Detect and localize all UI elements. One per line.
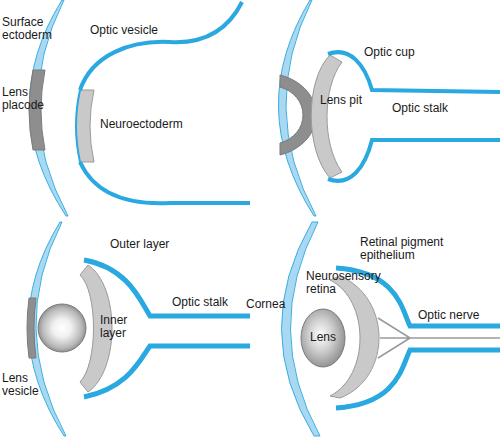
part-label: Lens vesicle bbox=[2, 372, 42, 398]
part-label: Optic vesicle bbox=[90, 24, 158, 37]
outer-layer bbox=[84, 260, 250, 316]
part-label: Optic nerve bbox=[418, 309, 479, 322]
part-label: Lens pit bbox=[320, 94, 362, 107]
optic-cup-outer bbox=[328, 140, 500, 181]
retinal-pigment-epithelium bbox=[336, 350, 500, 408]
surface-ectoderm bbox=[278, 0, 316, 216]
part-label: Retinal pigment epithelium bbox=[360, 236, 460, 262]
part-label: Lens placode bbox=[2, 86, 44, 112]
part-label: Optic cup bbox=[364, 46, 415, 59]
optic-nerve-fibres bbox=[378, 318, 500, 358]
part-label: Lens bbox=[310, 331, 336, 344]
part-label: Neurosensory retina bbox=[306, 270, 386, 296]
neurosensory-retina bbox=[330, 276, 379, 398]
part-label: Inner layer bbox=[100, 314, 140, 340]
part-label: Optic stalk bbox=[172, 296, 228, 309]
part-label: Neuroectoderm bbox=[100, 118, 183, 131]
neuroectoderm bbox=[76, 90, 94, 162]
vesicle-wall bbox=[80, 2, 242, 90]
lens bbox=[301, 309, 345, 367]
part-label: Outer layer bbox=[110, 238, 169, 251]
lens-pit bbox=[280, 75, 316, 155]
lens-vesicle bbox=[38, 304, 86, 352]
thickened-ectoderm bbox=[27, 298, 36, 358]
part-label: Optic stalk bbox=[392, 102, 448, 115]
outer-layer bbox=[84, 346, 250, 397]
vesicle-wall bbox=[80, 162, 250, 203]
vesicle-wall bbox=[76, 90, 80, 162]
part-label: Surface ectoderm bbox=[2, 16, 52, 42]
optic-cup-inner bbox=[311, 55, 342, 178]
part-label: Cornea bbox=[246, 298, 285, 311]
